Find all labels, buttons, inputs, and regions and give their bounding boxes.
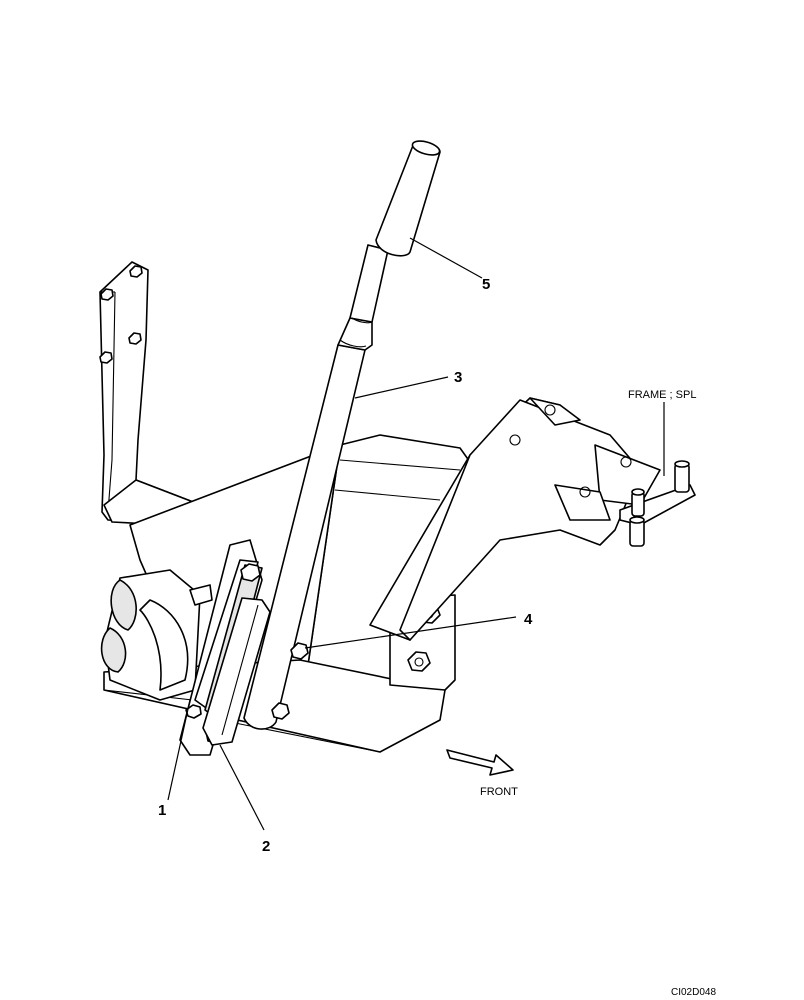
- front-arrow-icon: [446, 749, 514, 776]
- callout-leaders: [167, 237, 665, 831]
- callout-2: 2: [262, 838, 270, 855]
- shift-lever: [243, 244, 389, 730]
- callout-1: 1: [158, 802, 166, 819]
- lever-bolt: [271, 642, 309, 720]
- callout-3: 3: [454, 369, 462, 386]
- lever-knob: [375, 140, 441, 257]
- callout-4: 4: [524, 611, 533, 628]
- upper-bracket: [99, 261, 241, 529]
- front-label: FRONT: [480, 786, 518, 798]
- frame-support-arm: [369, 397, 661, 641]
- bracket-bolt: [99, 265, 143, 364]
- frame-label: FRAME ; SPL: [628, 389, 696, 401]
- frame-stud: [619, 460, 696, 547]
- callout-5: 5: [482, 276, 490, 293]
- shift-coupler: [100, 569, 213, 701]
- figure-id: CI02D048: [671, 987, 716, 998]
